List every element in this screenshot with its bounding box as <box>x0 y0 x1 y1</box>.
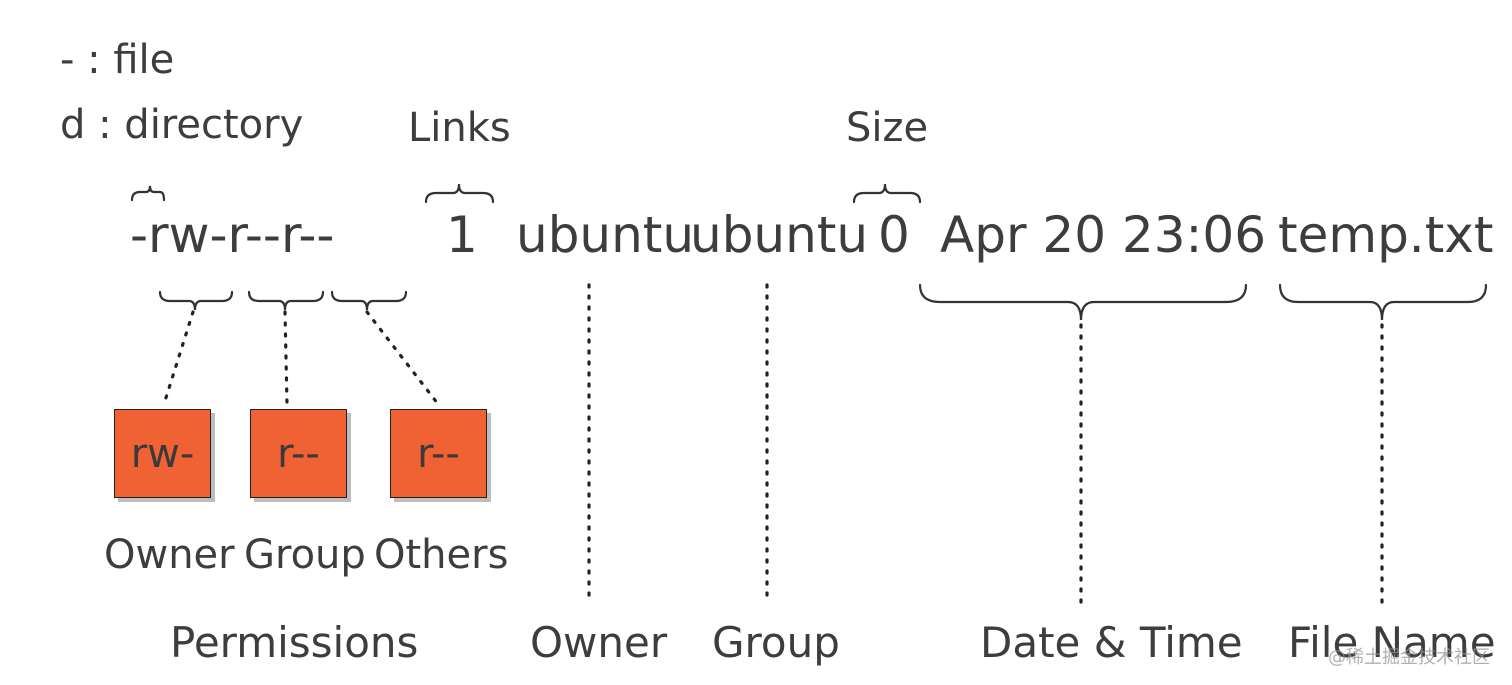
brace-links <box>424 183 495 204</box>
legend-directory: d : directory <box>60 102 304 148</box>
owner-label: Owner <box>530 618 668 667</box>
filename-label: File Name <box>1288 618 1496 667</box>
others-category-label: Others <box>374 532 509 578</box>
brace-file-type <box>130 185 166 202</box>
owner-value: ubuntu <box>516 206 695 264</box>
dotted-others-perm <box>365 310 440 406</box>
brace-others-perm <box>330 290 408 311</box>
filename-value: temp.txt <box>1278 206 1494 264</box>
permissions-label: Permissions <box>170 618 419 667</box>
dotted-group-perm <box>283 310 289 406</box>
datetime-label: Date & Time <box>980 618 1243 667</box>
brace-filename <box>1278 283 1488 321</box>
group-label: Group <box>712 618 840 667</box>
datetime-value: Apr 20 23:06 <box>940 206 1267 264</box>
group-permission-value: r-- <box>277 430 320 477</box>
brace-owner-perm <box>158 290 234 311</box>
size-value: 0 <box>878 206 910 264</box>
size-label: Size <box>846 105 929 151</box>
brace-datetime <box>918 283 1248 321</box>
watermark: @稀土掘金技术社区 <box>1328 647 1490 668</box>
others-permission-value: r-- <box>417 430 460 477</box>
owner-category-label: Owner <box>104 532 235 578</box>
brace-size <box>852 183 922 204</box>
group-permission-box: r-- <box>250 409 347 498</box>
links-value: 1 <box>446 206 478 264</box>
owner-permission-box: rw- <box>114 409 211 498</box>
others-permission-box: r-- <box>390 409 487 498</box>
brace-group-perm <box>247 290 325 311</box>
dotted-owner-perm <box>162 310 195 406</box>
group-category-label: Group <box>244 532 366 578</box>
links-label: Links <box>408 105 511 151</box>
group-value: ubuntu <box>690 206 869 264</box>
legend-file: - : file <box>60 37 175 83</box>
owner-permission-value: rw- <box>130 430 195 477</box>
permissions-string: -rw-r--r-- <box>130 206 335 264</box>
